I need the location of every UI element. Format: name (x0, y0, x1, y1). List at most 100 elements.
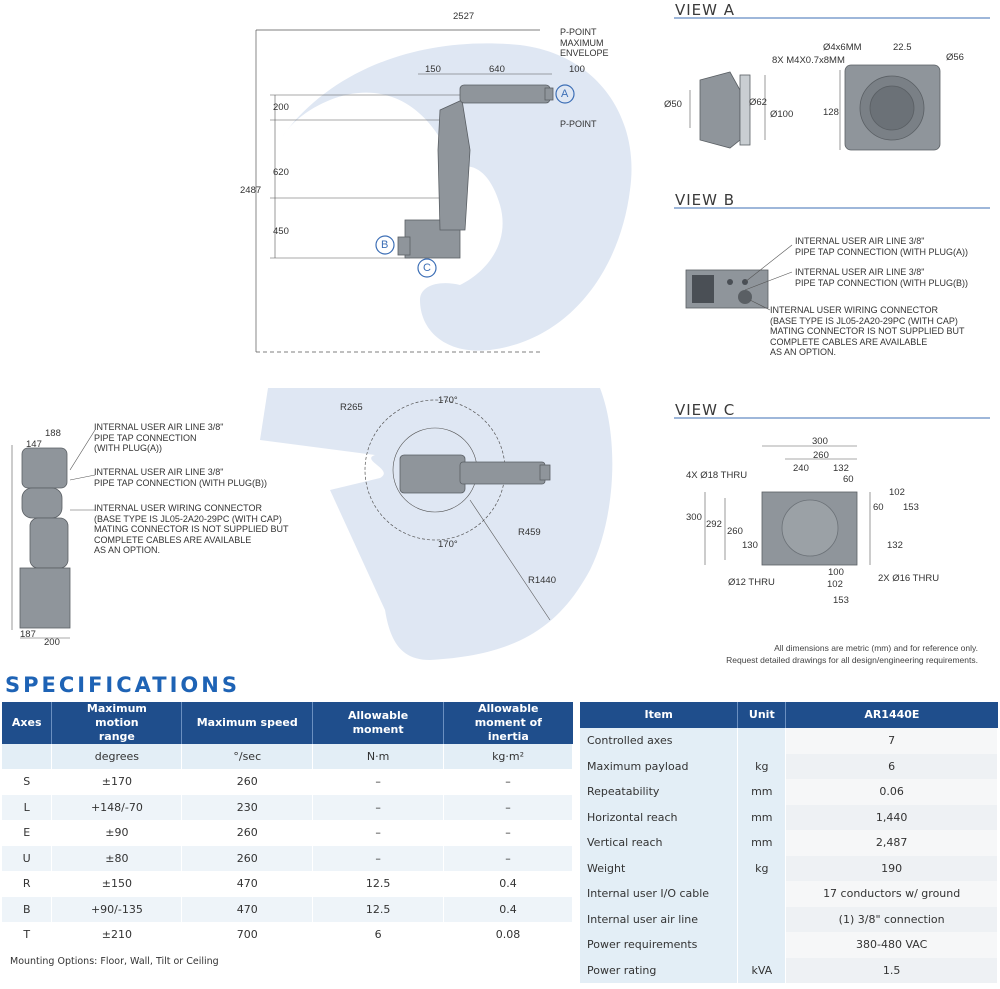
table-cell: 0.4 (443, 896, 573, 922)
table-cell: 6 (312, 922, 445, 948)
table-cell: 260 (181, 769, 314, 795)
table-cell: – (312, 820, 445, 846)
table-cell: ±90 (51, 820, 183, 846)
p-point-label: P-POINT (560, 119, 597, 129)
table-cell: 260 (181, 820, 314, 846)
table-cell: Power rating (580, 957, 739, 983)
view-c-dim-292: 292 (706, 519, 722, 530)
table-cell: 2,487 (785, 830, 998, 856)
rear-note-air-b: INTERNAL USER AIR LINE 3/8" PIPE TAP CON… (94, 467, 268, 488)
table-row: Vertical reach mm 2,487 (580, 830, 998, 856)
view-b-note-wiring: INTERNAL USER WIRING CONNECTOR (BASE TYP… (770, 305, 965, 357)
item-header-cell: AR1440E (785, 702, 998, 728)
view-c-dim-60-right: 60 (873, 502, 884, 513)
table-cell: – (443, 794, 573, 820)
table-row: Controlled axes 7 (580, 728, 998, 754)
item-table-header: Item Unit AR1440E (580, 702, 998, 728)
table-cell: 0.4 (443, 871, 573, 897)
dim-150: 150 (425, 64, 441, 75)
table-cell: 1,440 (785, 804, 998, 830)
view-a-dim-62: Ø62 (749, 97, 767, 108)
table-row: U ±80 260 – – (2, 845, 573, 871)
top-dim-r459: R459 (518, 527, 541, 538)
view-c-dim-holes-18: 4X Ø18 THRU (686, 470, 748, 481)
rear-dim-188: 188 (45, 428, 61, 439)
p-point-envelope-label: P-POINT MAXIMUM ENVELOPE (560, 27, 609, 58)
table-cell: 190 (785, 855, 998, 881)
table-cell (737, 881, 787, 907)
view-c-dim-300-left: 300 (686, 512, 702, 523)
dim-2487: 2487 (240, 185, 262, 196)
view-b-drawing (685, 244, 793, 311)
table-cell: 230 (181, 794, 314, 820)
top-dim-r1440: R1440 (528, 575, 556, 586)
view-c-dim-240: 240 (793, 463, 809, 474)
table-cell: 17 conductors w/ ground (785, 881, 998, 907)
specifications-heading: SPECIFICATIONS (5, 673, 240, 697)
item-header-cell: Item (580, 702, 739, 728)
table-row: T ±210 700 6 0.08 (2, 922, 573, 948)
table-cell: Internal user air line (580, 906, 739, 932)
table-cell: °/sec (181, 744, 314, 769)
top-dim-r265: R265 (340, 402, 363, 413)
table-cell: – (443, 820, 573, 846)
table-row: B +90/-135 470 12.5 0.4 (2, 896, 573, 922)
top-dim-170-top: 170° (438, 395, 458, 406)
table-cell: Power requirements (580, 932, 739, 958)
table-cell: Weight (580, 855, 739, 881)
table-cell: ±80 (51, 845, 183, 871)
view-a-dim-angle: 22.5 (893, 42, 912, 53)
axes-header-cell: Maximum speed (181, 702, 314, 744)
rear-view (11, 429, 96, 639)
table-cell: L (2, 794, 53, 820)
table-cell: ±150 (51, 871, 183, 897)
side-view (255, 29, 632, 353)
view-a-dim-thread: 8X M4X0.7x8MM (772, 55, 845, 66)
table-row: Maximum payload kg 6 (580, 753, 998, 779)
table-cell: U (2, 845, 53, 871)
table-cell: 260 (181, 845, 314, 871)
table-cell: Maximum payload (580, 753, 739, 779)
view-b-note-air-a: INTERNAL USER AIR LINE 3/8" PIPE TAP CON… (795, 236, 969, 257)
table-cell: N·m (312, 744, 445, 769)
view-c-dim-153-bottom: 153 (833, 595, 849, 606)
table-cell: R (2, 871, 53, 897)
disclaimer: All dimensions are metric (mm) and for r… (678, 642, 978, 666)
table-row: Internal user I/O cable 17 conductors w/… (580, 881, 998, 907)
table-row: Internal user air line (1) 3/8" connecti… (580, 906, 998, 932)
axes-header-cell: Allowable moment (312, 702, 445, 744)
p-point-envelope (282, 43, 632, 351)
table-cell: +90/-135 (51, 896, 183, 922)
view-a-drawing (689, 64, 941, 151)
table-cell: 0.06 (785, 779, 998, 805)
view-a-dim-50: Ø50 (664, 99, 682, 110)
table-cell: 700 (181, 922, 314, 948)
table-cell: T (2, 922, 53, 948)
table-cell: 12.5 (312, 871, 445, 897)
table-cell: 470 (181, 896, 314, 922)
dim-450: 450 (273, 226, 289, 237)
table-cell (737, 728, 787, 754)
item-header-cell: Unit (737, 702, 787, 728)
table-cell: – (443, 845, 573, 871)
axes-header-cell: Allowable moment of inertia (443, 702, 573, 744)
table-row: Power requirements 380-480 VAC (580, 932, 998, 958)
table-row: Weight kg 190 (580, 855, 998, 881)
table-cell: +148/-70 (51, 794, 183, 820)
table-cell: – (312, 769, 445, 795)
rear-dim-200: 200 (44, 637, 60, 648)
marker-b: B (381, 239, 389, 251)
table-cell: ±210 (51, 922, 183, 948)
rear-dim-147: 147 (26, 439, 42, 450)
table-row: Power rating kVA 1.5 (580, 957, 998, 983)
view-c-dim-60-top: 60 (843, 474, 854, 485)
table-cell: 12.5 (312, 896, 445, 922)
view-c-dim-102-bottom: 102 (827, 579, 843, 590)
view-c-dim-100-bottom: 100 (828, 567, 844, 578)
table-cell: Controlled axes (580, 728, 739, 754)
rear-note-air-a: INTERNAL USER AIR LINE 3/8" PIPE TAP CON… (94, 422, 224, 453)
view-c-title: VIEW C (675, 401, 736, 419)
table-cell: mm (737, 830, 787, 856)
disclaimer-line-2: Request detailed drawings for all design… (726, 655, 978, 665)
table-cell: kVA (737, 957, 787, 983)
